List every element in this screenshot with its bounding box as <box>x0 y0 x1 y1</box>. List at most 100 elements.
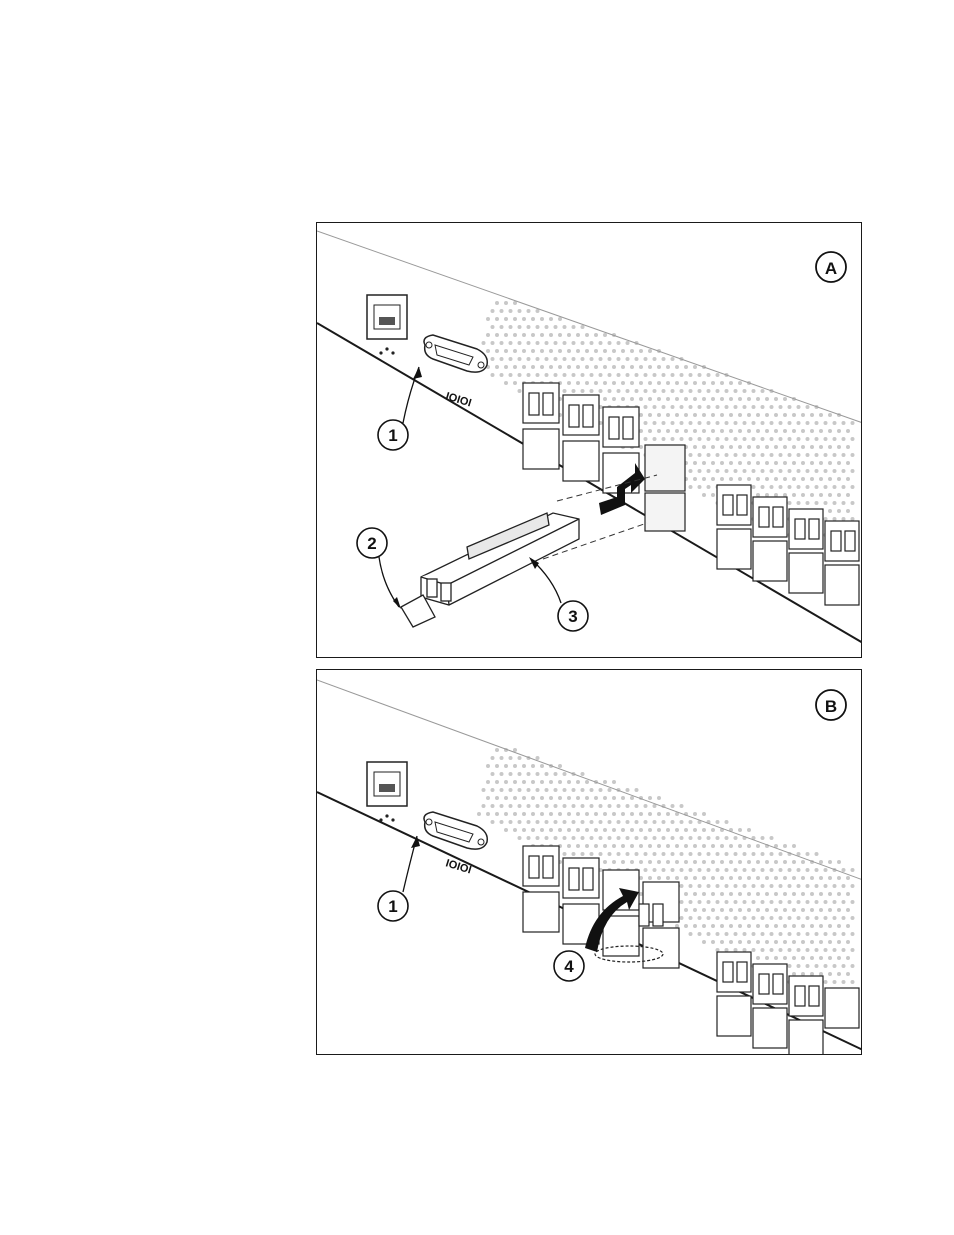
vent-dot <box>662 421 666 425</box>
vent-dot <box>608 341 612 345</box>
vent-dot <box>801 493 805 497</box>
vent-dot <box>779 453 783 457</box>
vent-dot <box>540 317 544 321</box>
vent-dot <box>851 437 855 441</box>
vent-dot <box>743 453 747 457</box>
vent-dot <box>554 836 558 840</box>
vent-dot <box>504 764 508 768</box>
vent-dot <box>711 828 715 832</box>
vent-dot <box>563 389 567 393</box>
vent-dot <box>765 413 769 417</box>
vent-dot <box>815 469 819 473</box>
vent-dot <box>698 884 702 888</box>
vent-dot <box>779 405 783 409</box>
vent-dot <box>770 453 774 457</box>
vent-dot <box>833 932 837 936</box>
vent-dot <box>851 501 855 505</box>
vent-dot <box>536 756 540 760</box>
vent-dot <box>563 357 567 361</box>
vent-dot <box>711 844 715 848</box>
vent-dot <box>824 453 828 457</box>
vent-dot <box>509 373 513 377</box>
vent-dot <box>743 932 747 936</box>
vent-dot <box>851 900 855 904</box>
vent-dot <box>738 844 742 848</box>
vent-dot <box>810 940 814 944</box>
vent-dot <box>837 924 841 928</box>
vent-dot <box>738 924 742 928</box>
vent-dot <box>666 397 670 401</box>
vent-dot <box>572 820 576 824</box>
vent-dot <box>536 820 540 824</box>
vent-dot <box>725 884 729 888</box>
vent-dot <box>828 461 832 465</box>
vent-dot <box>693 876 697 880</box>
vent-dot <box>680 421 684 425</box>
vent-dot <box>747 429 751 433</box>
vent-dot <box>846 924 850 928</box>
vent-dot <box>752 852 756 856</box>
vent-dot <box>639 365 643 369</box>
vent-dot <box>527 357 531 361</box>
vent-dot <box>621 812 625 816</box>
vent-dot <box>752 932 756 936</box>
vent-dot <box>828 413 832 417</box>
vent-dot <box>788 868 792 872</box>
vent-dot <box>819 908 823 912</box>
vent-dot <box>815 964 819 968</box>
vent-dot <box>842 900 846 904</box>
vent-dot <box>801 429 805 433</box>
vent-dot <box>630 796 634 800</box>
vent-dot <box>702 924 706 928</box>
vent-dot <box>576 349 580 353</box>
vent-dot <box>662 405 666 409</box>
vent-dot <box>702 397 706 401</box>
vent-dot <box>585 381 589 385</box>
vent-dot <box>558 317 562 321</box>
vent-dot <box>671 852 675 856</box>
vent-dot <box>536 836 540 840</box>
vent-dot <box>837 477 841 481</box>
vent-dot <box>842 501 846 505</box>
vent-dot <box>801 956 805 960</box>
vent-dot <box>792 892 796 896</box>
vent-dot <box>585 844 589 848</box>
vent-dot <box>801 445 805 449</box>
vent-dot <box>725 421 729 425</box>
vent-dot <box>675 413 679 417</box>
vent-dot <box>707 389 711 393</box>
vent-dot <box>720 892 724 896</box>
vent-dot <box>612 780 616 784</box>
vent-dot <box>657 429 661 433</box>
vent-dot <box>743 469 747 473</box>
vent-dot <box>774 876 778 880</box>
vent-dot <box>585 780 589 784</box>
vent-dot <box>576 365 580 369</box>
vent-dot <box>662 852 666 856</box>
vent-dot <box>617 804 621 808</box>
vent-dot <box>788 485 792 489</box>
vent-dot <box>707 421 711 425</box>
vent-dot <box>810 429 814 433</box>
vent-dot <box>635 804 639 808</box>
callout-1: 1 <box>378 420 408 450</box>
vent-dot <box>747 876 751 880</box>
vent-dot <box>698 852 702 856</box>
vent-dot <box>797 437 801 441</box>
vent-dot <box>792 413 796 417</box>
vent-dot <box>711 477 715 481</box>
vent-dot <box>765 461 769 465</box>
vent-dot <box>698 405 702 409</box>
vent-dot <box>500 357 504 361</box>
vent-dot <box>599 820 603 824</box>
vent-dot <box>648 365 652 369</box>
vent-dot <box>531 796 535 800</box>
vent-dot <box>801 940 805 944</box>
vent-dot <box>711 413 715 417</box>
vent-dot <box>756 956 760 960</box>
vent-dot <box>851 421 855 425</box>
vent-dot <box>770 884 774 888</box>
vent-dot <box>491 373 495 377</box>
vent-dot <box>774 397 778 401</box>
vent-dot <box>810 876 814 880</box>
